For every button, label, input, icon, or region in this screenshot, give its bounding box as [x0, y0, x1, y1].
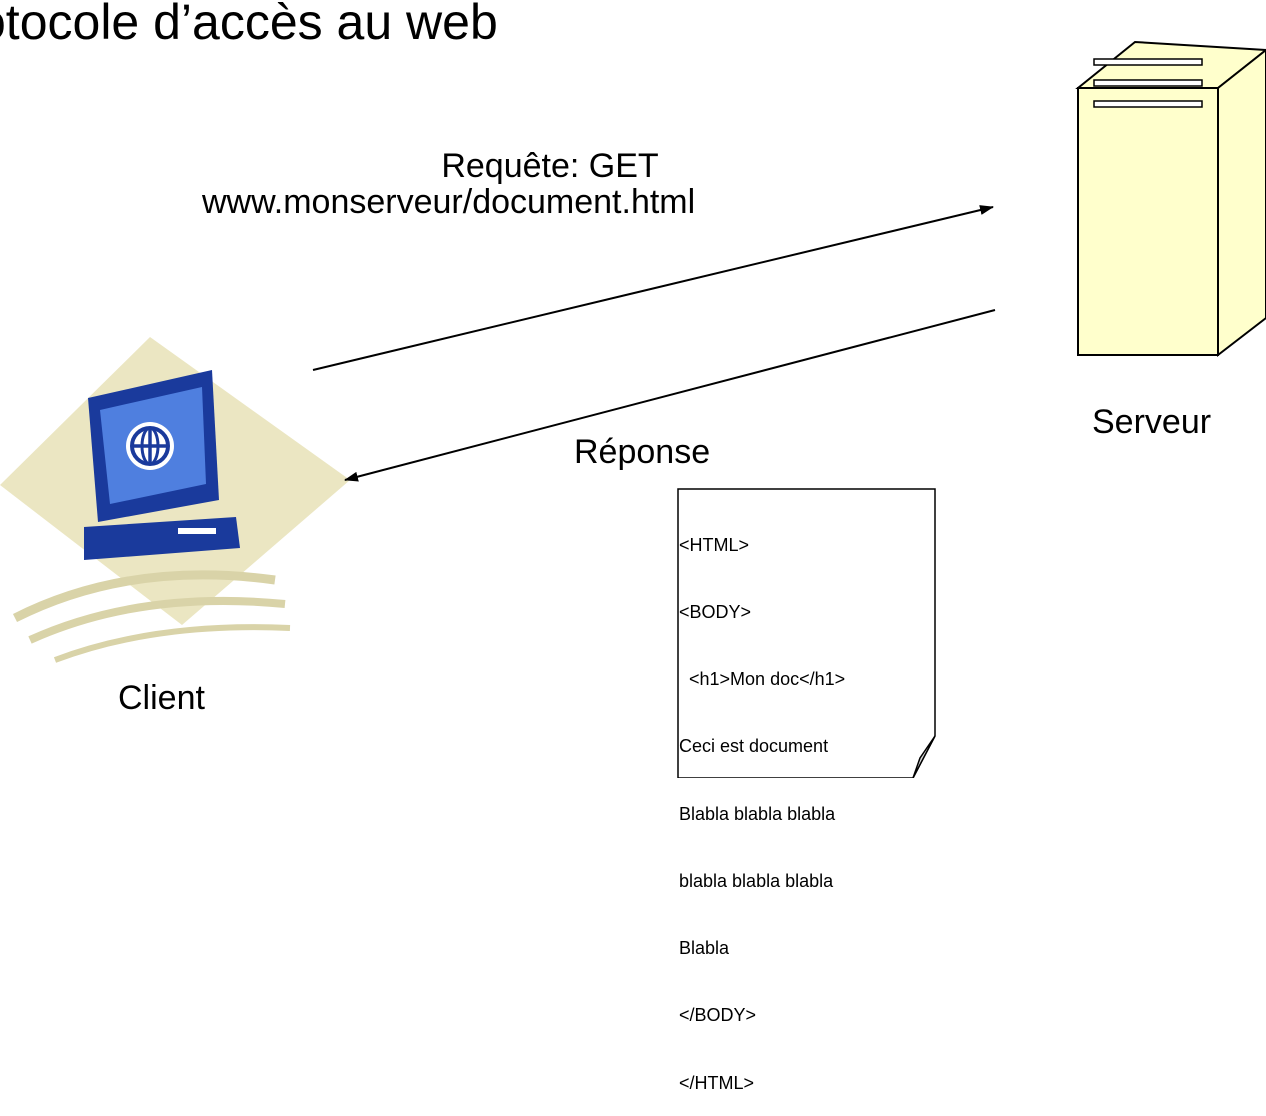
globe-icon	[126, 422, 174, 470]
response-label: Réponse	[574, 433, 711, 471]
document-line: <BODY>	[679, 602, 752, 623]
request-label-line1: Requête: GET	[441, 147, 659, 185]
computer-base	[84, 517, 240, 560]
client-label: Client	[118, 679, 205, 717]
document-line: <h1>Mon doc</h1>	[679, 669, 846, 690]
document-line: Blabla blabla blabla	[679, 803, 836, 824]
response-arrow	[344, 309, 996, 482]
request-label-line2: www.monserveur/document.html	[202, 183, 696, 221]
document-line: </HTML>	[679, 1072, 755, 1093]
diagram-canvas	[0, 40, 1266, 778]
client-swoosh-1	[12, 570, 276, 623]
document-folded-corner	[912, 735, 936, 778]
server-slot-3	[1093, 100, 1203, 108]
client-computer-icon	[0, 337, 350, 663]
page-title: otocole d’accès au web	[0, 0, 498, 50]
response-document-text: <HTML> <BODY> <h1>Mon doc</h1> Ceci est …	[679, 489, 845, 1116]
document-line: <HTML>	[679, 534, 750, 555]
server-label: Serveur	[1092, 403, 1212, 441]
request-arrow	[312, 205, 994, 371]
server-tower-icon	[1075, 40, 1266, 358]
computer-drive-slot	[178, 528, 216, 534]
document-line: blabla blabla blabla	[679, 870, 834, 891]
client-swoosh-3	[53, 624, 291, 663]
server-slot-1	[1093, 58, 1203, 66]
response-document-icon	[677, 488, 936, 778]
client-swoosh-2	[28, 596, 286, 644]
document-line: Ceci est document	[679, 736, 829, 757]
document-line: Blabla	[679, 938, 730, 959]
document-line: </BODY>	[679, 1005, 757, 1026]
server-slot-2	[1093, 79, 1203, 87]
